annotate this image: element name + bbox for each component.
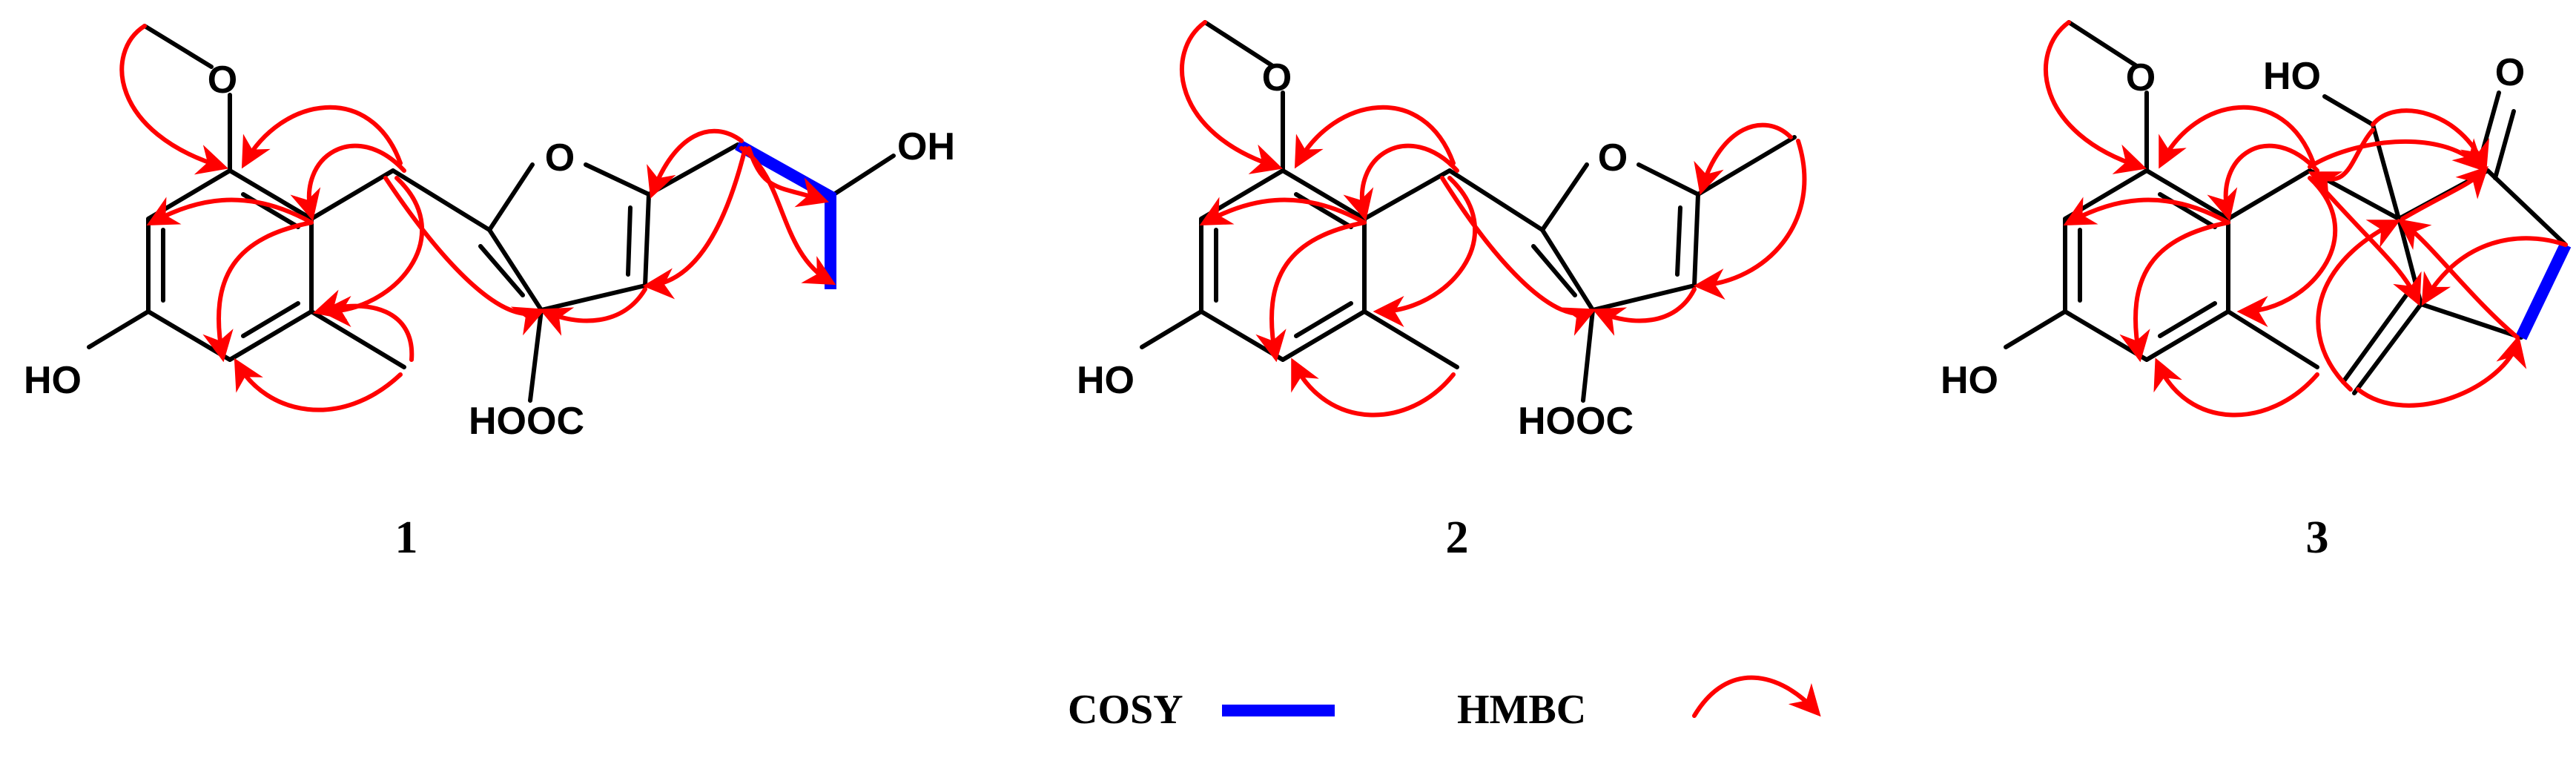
compound-3-hmbc-arrows: [2044, 20, 2568, 418]
compound-1-atom-labels: O HO O HOOC OH: [24, 59, 955, 443]
compound-3: O HO HO O 3: [1941, 20, 2572, 563]
compound-2-furan-oxygen: O: [1598, 136, 1628, 179]
compound-2: O HO O HOOC 2: [1077, 20, 1807, 563]
legend-hmbc-label: HMBC: [1457, 687, 1586, 733]
legend: COSY HMBC: [1068, 675, 1821, 733]
compound-1-hydroxy-label: HO: [24, 359, 82, 402]
compound-2-carboxyl-label: HOOC: [1518, 400, 1634, 443]
compound-3-hydroxy-label: HO: [1941, 359, 1998, 402]
compound-2-number: 2: [1446, 513, 1469, 563]
compound-2-atom-labels: O HO O HOOC: [1077, 56, 1634, 443]
compound-2-hmbc-arrows: [1180, 20, 1807, 418]
compound-1-methoxy-oxygen: O: [208, 59, 237, 102]
compound-2-bonds: [1140, 20, 1797, 403]
legend-hmbc-arrow-icon: [1692, 675, 1821, 718]
compound-1-side-chain-hydroxy: OH: [897, 125, 955, 168]
compound-3-hydroxymethyl-label: HO: [2263, 55, 2321, 98]
compound-1-number: 1: [395, 513, 418, 563]
compound-2-methoxy-oxygen: O: [1262, 56, 1292, 99]
compound-1-furan-oxygen: O: [545, 136, 575, 179]
compound-2-hydroxy-label: HO: [1077, 359, 1135, 402]
compound-3-ketone-oxygen: O: [2495, 51, 2525, 94]
compound-1-hmbc-arrows: [119, 24, 836, 412]
compound-1: O HO O HOOC OH 1: [24, 24, 955, 563]
compound-3-number: 3: [2306, 513, 2329, 563]
compound-3-atom-labels: O HO HO O: [1941, 51, 2525, 402]
compound-1-carboxyl-label: HOOC: [469, 400, 584, 443]
legend-cosy-label: COSY: [1068, 687, 1183, 733]
compound-3-methoxy-oxygen: O: [2126, 56, 2156, 99]
